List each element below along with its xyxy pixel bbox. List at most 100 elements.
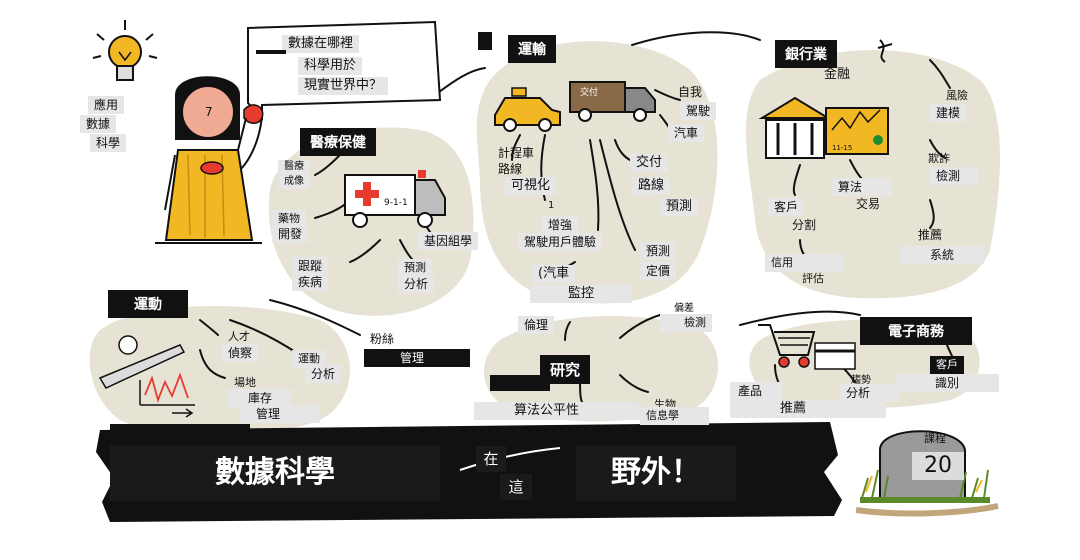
transport-item: 路線 xyxy=(498,162,523,176)
connector xyxy=(654,89,681,101)
person-figure xyxy=(155,76,264,244)
healthcare-item: 疾病 xyxy=(292,273,329,291)
connector xyxy=(599,139,636,251)
research-item: 偏差 xyxy=(674,303,694,314)
connector xyxy=(199,319,219,336)
banking-item: 欺詐 xyxy=(928,152,950,165)
banking-subtitle: 金融 xyxy=(824,67,851,82)
banking-item: 信用 xyxy=(765,254,843,272)
sports-item: 偵察 xyxy=(222,344,259,362)
ecommerce-item: 趨勢 xyxy=(851,375,871,386)
sports-item: 管理 xyxy=(240,405,321,423)
healthcare-item: 分析 xyxy=(398,275,435,293)
truck-label: 交付 xyxy=(580,86,598,98)
connector xyxy=(739,310,861,326)
banking-item: 分割 xyxy=(792,218,817,232)
transport-item: 計程車 xyxy=(498,146,535,160)
ecommerce-item: 產品 xyxy=(730,382,783,400)
person-tag: 數據 xyxy=(80,115,117,133)
transport-item: 監控 xyxy=(530,285,633,303)
connector xyxy=(239,114,263,171)
connector xyxy=(929,59,951,89)
transport-item: 1 xyxy=(548,200,555,211)
healthcare-item: 預測 xyxy=(398,259,432,277)
connector xyxy=(564,321,571,341)
banner-slash xyxy=(459,447,561,471)
research-item: 算法公平性 xyxy=(474,402,640,420)
transport-item: (汽車 xyxy=(532,265,576,283)
banking-title: 銀行業 xyxy=(775,40,837,68)
transport-item: 預測 xyxy=(660,198,699,216)
research-item: 檢測 xyxy=(660,314,712,332)
research-item: 倫理 xyxy=(518,316,555,334)
connector xyxy=(619,314,661,339)
connector xyxy=(349,239,381,263)
sports-illustration xyxy=(98,335,195,418)
credit-card-icon xyxy=(825,107,889,155)
healthcare-item: 醫療 xyxy=(278,160,310,174)
delivery-truck-icon xyxy=(569,81,656,122)
banking-item: 建模 xyxy=(930,104,967,122)
connector xyxy=(929,139,946,159)
connector xyxy=(619,374,649,393)
transport-item: 路線 xyxy=(632,177,671,195)
healthcare-item: 基因組學 xyxy=(418,232,479,250)
ecommerce-item: 分析 xyxy=(840,384,901,402)
transport-item: 增強 xyxy=(542,216,579,234)
connector xyxy=(929,199,935,229)
person-tag: 科學 xyxy=(90,134,127,152)
healthcare-title: 醫療保健 xyxy=(300,128,376,156)
ecommerce-item: 推薦 xyxy=(730,400,887,418)
connector xyxy=(199,349,226,379)
connector xyxy=(792,164,801,196)
sports-item: 粉絲 xyxy=(364,330,401,348)
ecommerce-item: 客戶 xyxy=(930,356,964,374)
ecommerce-title: 電子商務 xyxy=(860,317,972,345)
transport-item: 交付 xyxy=(630,154,669,172)
transport-item: 汽車 xyxy=(668,124,705,142)
ecommerce-item: 識別 xyxy=(895,374,1000,392)
sports-item: 管理 xyxy=(364,349,471,367)
banking-item: 客戶 xyxy=(768,198,805,216)
person-tag: 應用 xyxy=(88,96,125,114)
lightbulb-icon xyxy=(92,20,158,81)
transport-item: 可視化 xyxy=(505,177,557,195)
sports-item: 人才 xyxy=(228,330,250,343)
connector xyxy=(269,299,361,336)
decorative-bar xyxy=(490,375,550,391)
research-item: 信息學 xyxy=(640,407,709,425)
tombstone-label: 課程 xyxy=(924,432,946,445)
banking-item: 評估 xyxy=(802,272,824,285)
ambulance-text: 9-1-1 xyxy=(384,198,408,208)
healthcare-item: 開發 xyxy=(272,225,309,243)
banking-item: 風險 xyxy=(946,89,968,102)
ribbon-icon xyxy=(877,39,893,63)
transport-item: 駕駛用戶體驗 xyxy=(518,233,603,251)
banner-title-mid-bottom: 這 xyxy=(500,474,532,500)
decorative-bar xyxy=(478,32,492,50)
healthcare-item: 藥物 xyxy=(272,210,306,228)
transport-item: 自我 xyxy=(678,85,703,99)
person-number-label: 7 xyxy=(205,105,213,119)
transport-item: 預測 xyxy=(640,242,677,260)
banner-title-right: 野外！ xyxy=(576,445,736,501)
banking-item: 推薦 xyxy=(918,228,943,242)
taxi-icon xyxy=(494,87,561,132)
sports-title: 運動 xyxy=(108,290,188,318)
banner-title-left: 數據科學 xyxy=(110,445,440,501)
connector xyxy=(511,134,521,161)
research-blob xyxy=(483,316,719,422)
bank-icon xyxy=(758,96,832,159)
speech-line-1: 數據在哪裡 xyxy=(282,35,360,53)
banking-item: 檢測 xyxy=(930,167,979,185)
connector xyxy=(631,31,761,46)
connector xyxy=(589,139,600,231)
healthcare-item: 跟蹤 xyxy=(292,257,329,275)
sports-item: 分析 xyxy=(305,365,342,383)
connector xyxy=(434,67,486,96)
healthcare-item: 成像 xyxy=(278,175,310,189)
banking-item: 算法 xyxy=(832,178,893,196)
decorative-bar xyxy=(256,50,286,54)
card-number: 11-15 xyxy=(832,144,852,152)
banking-item: 系統 xyxy=(900,246,985,264)
